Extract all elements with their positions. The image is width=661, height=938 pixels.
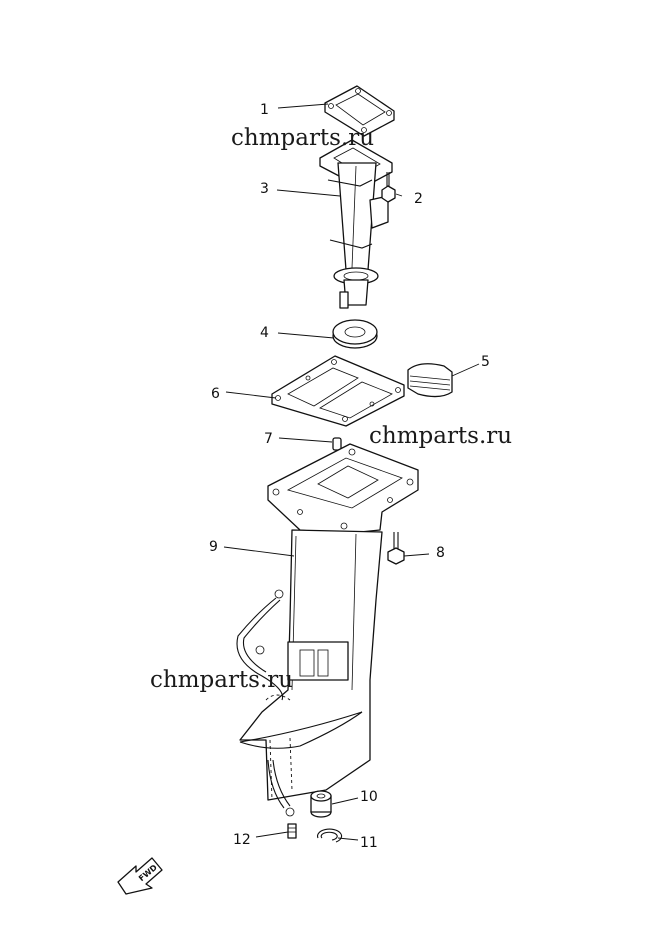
part-1-gasket [324,85,395,137]
part-8-bolt [387,532,405,565]
callout-11: 11 [360,835,378,851]
ground-wire [236,589,295,817]
part-11-circlip [317,828,343,843]
callout-4: 4 [260,325,269,341]
callout-3: 3 [260,181,269,197]
callout-2: 2 [414,191,423,207]
callout-6: 6 [211,386,220,402]
part-3-exhaust-guide [319,139,393,309]
callout-7: 7 [264,431,273,447]
callout-8: 8 [436,545,445,561]
part-6-gasket [271,355,405,427]
part-10-bushing [310,790,332,818]
part-4-grommet [332,319,378,349]
callout-labels: 1 2 3 4 5 6 7 8 9 10 11 12 [209,102,490,851]
callout-9: 9 [209,539,218,555]
part-12-screw [287,823,297,839]
callout-1: 1 [260,102,269,118]
fwd-arrow-icon: FWD [117,857,163,895]
watermark-bottom: chmparts.ru [150,667,293,693]
part-2-bolt [381,172,396,203]
callout-12: 12 [233,832,251,848]
callout-5: 5 [481,354,490,370]
watermark-middle: chmparts.ru [369,423,512,449]
watermark-top: chmparts.ru [231,125,374,151]
part-5-cap [407,363,453,398]
part-9-upper-casing [239,443,419,801]
leader-lines [223,103,480,841]
callout-10: 10 [360,789,378,805]
